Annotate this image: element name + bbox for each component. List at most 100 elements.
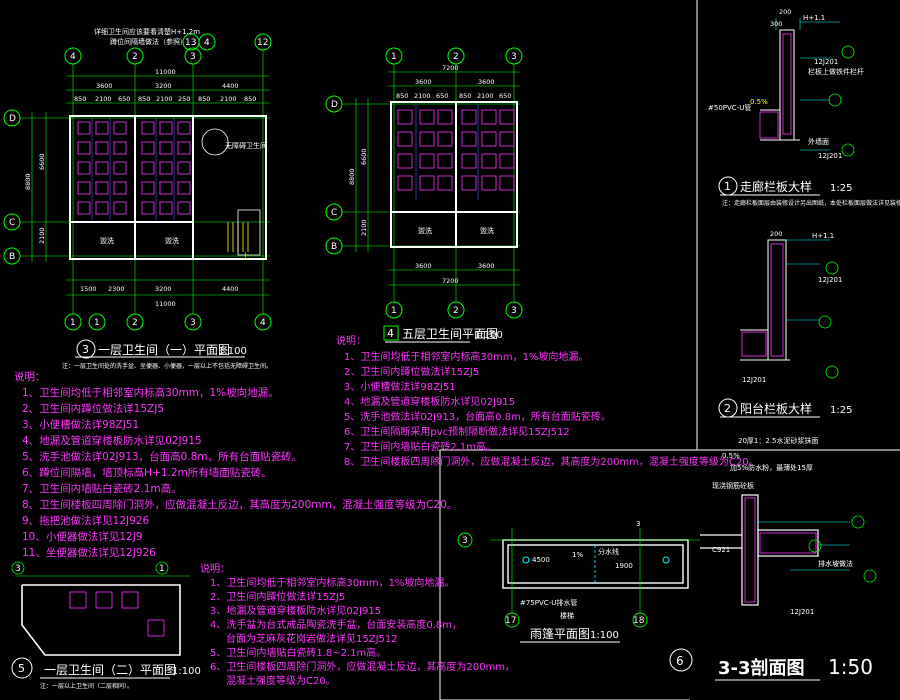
notes-mid-2: 2、卫生间内蹲位做法详15ZJ5 xyxy=(344,365,479,378)
roof-axis-side: 3 xyxy=(462,536,468,546)
detail2-scale: 1:25 xyxy=(830,405,852,416)
notes-bottom-4: 4、洗手盆为台式成品陶瓷洗手盆，台面安装高度0.8m， xyxy=(210,618,462,631)
plan1-sub-1: 850 xyxy=(74,95,86,103)
notes-bottom-3: 3、地漏及管道穿楼板防水详见02J915 xyxy=(210,604,381,617)
notes-mid-6: 6、卫生间隔断采用pvc预制隔断做法详见15ZJ512 xyxy=(344,425,570,438)
notes-left-4: 4、地漏及管道穿楼板防水详见02J915 xyxy=(22,434,202,447)
plan1-dim-top-total: 11000 xyxy=(155,68,176,76)
plan5-sub-3: 650 xyxy=(436,92,448,100)
plan1-note: 注：一层卫生间处的洗手盆、坐便器、小便器，一层以上不包括无障碍卫生间。 xyxy=(62,362,272,370)
roof-dim-2: 1900 xyxy=(615,562,633,570)
plan5-dim-left-1: 6600 xyxy=(360,148,368,165)
plan1-axis-bot-3: 2 xyxy=(132,318,138,328)
plan5-dim-bot-total: 7200 xyxy=(442,277,459,285)
section-note-6: 排水坡做法 xyxy=(818,559,853,568)
roof-slope: 1% xyxy=(572,551,583,559)
plan1-axis-top-5: 4 xyxy=(204,38,210,48)
notes-bottom-8: 混凝土强度等级为C20。 xyxy=(226,674,336,687)
plan1-fixtures xyxy=(77,121,191,215)
notes-left-3: 3、小便槽做法详98ZJ51 xyxy=(22,418,139,431)
plan1-dim-left-2: 2100 xyxy=(38,227,46,244)
plan1-dim-bot-3: 3200 xyxy=(155,285,172,293)
plan5-axis-bot-3: 3 xyxy=(511,306,517,316)
notes-bottom-7: 6、卫生间楼板四周除门洞外，应做混凝土反边，其高度为200mm， xyxy=(210,660,515,673)
roof-pipe: #75PVC-U排水管 xyxy=(520,598,577,607)
notes-left-8: 8、卫生间楼板四周除门洞外，应做混凝土反边，其高度为200mm，混凝土强度等级为… xyxy=(22,498,457,511)
plan5-sub-5: 2100 xyxy=(477,92,494,100)
plan5-dim-top-1: 3600 xyxy=(415,78,432,86)
plan1-dim-bot-total: 11000 xyxy=(155,300,176,308)
section-title: 3-3剖面图 xyxy=(718,657,805,679)
detail1-label-wall: 外墙面 xyxy=(808,137,829,146)
plan1-sub-7: 850 xyxy=(198,95,210,103)
plan5-sub-1: 850 xyxy=(396,92,408,100)
notes-mid-7: 7、卫生间内墙贴白瓷砖2.1m高。 xyxy=(344,440,496,453)
roof-stair: 楼梯 xyxy=(560,611,574,620)
plan5-axis-left-1: D xyxy=(331,100,338,110)
plan5-axis-left-3: B xyxy=(331,242,337,252)
plan5-drawing xyxy=(325,47,523,319)
detail1-title: 走廊栏板大样 xyxy=(740,179,812,194)
detail1-label-h: H+1.1 xyxy=(803,14,825,22)
notes-left-1: 1、卫生间均低于相邻室内标高30mm，1%坡向地漏。 xyxy=(22,386,279,399)
plan2-axis-2: 1 xyxy=(159,564,165,574)
plan1-header-note2: 蹲位间隔墙做法（参照） xyxy=(110,37,187,46)
section-note-2: 加5%防水粉，最薄处15厚 xyxy=(730,463,813,472)
plan1-sub-4: 850 xyxy=(138,95,150,103)
plan2-title: 一层卫生间（二）平面图 xyxy=(44,663,176,677)
plan2-scale: 1:100 xyxy=(172,666,201,677)
detail2-ref-1: 12J201 xyxy=(818,276,842,284)
plan1-header-note: 详细卫生间应该要看清楚H+1.2m xyxy=(94,27,200,36)
plan1-dim-bot-2: 2300 xyxy=(108,285,125,293)
notes-left-11: 11、坐便器做法详见12J926 xyxy=(22,546,156,559)
detail1-ref-2: 12J201 xyxy=(818,152,842,160)
notes-bottom-5: 台面为芝麻灰花岗岩做法详见15ZJ512 xyxy=(226,632,398,645)
detail1-label-rail: 栏板上做铁件栏杆 xyxy=(808,67,864,76)
roof-dim-1: 4500 xyxy=(532,556,550,564)
plan5-axis-bot-1: 1 xyxy=(391,306,397,316)
roof-marker: 3 xyxy=(636,520,640,528)
frame-lines xyxy=(439,0,900,700)
notes-mid: 说明： 1、卫生间均低于相邻室内标高30mm，1%坡向地漏。 2、卫生间内蹲位做… xyxy=(336,334,759,468)
plan5-scale: 1:100 xyxy=(474,330,503,341)
notes-mid-4: 4、地漏及管道穿楼板防水详见02J915 xyxy=(344,395,515,408)
notes-mid-8: 8、卫生间楼板四周除门洞外，应做混凝土反边，其高度为200mm，混凝土强度等级为… xyxy=(344,455,759,468)
section-note-3: 现浇钢筋砼板 xyxy=(712,481,754,490)
plan5-sub-4: 850 xyxy=(459,92,471,100)
plan1-axis-bot-4: 3 xyxy=(190,318,196,328)
plan5-dim-left-2: 2100 xyxy=(360,219,368,236)
plan5-dim-top-total: 7200 xyxy=(442,64,459,72)
plan1-dim-bot-4: 4400 xyxy=(222,285,239,293)
plan5-axis-top-2: 2 xyxy=(453,52,459,62)
plan5-room-2: 盥洗 xyxy=(480,226,494,235)
plan1-drawing xyxy=(3,33,272,331)
plan1-dim-left-1: 6600 xyxy=(38,153,46,170)
plan1-sub-3: 650 xyxy=(118,95,130,103)
detail1-note: 注：走廊栏板面层由装修设计另出图纸，本处栏板面层做法详见装修说明。 xyxy=(722,199,900,207)
plan5-axis-top-3: 3 xyxy=(511,52,517,62)
detail1-slope: 0.5% xyxy=(750,98,768,106)
notes-left-7: 7、卫生间内墙贴白瓷砖2.1m高。 xyxy=(22,482,182,495)
roof-scale: 1:100 xyxy=(590,630,619,641)
detail2-title: 阳台栏板大样 xyxy=(740,401,812,416)
notes-left-2: 2、卫生间内蹲位做法详15ZJ5 xyxy=(22,402,164,415)
plan5-dim-bot-2: 3600 xyxy=(478,262,495,270)
notes-bottom-1: 1、卫生间均低于相邻室内标高30mm，1%坡向地漏。 xyxy=(210,576,454,589)
notes-left: 说明： 1、卫生间均低于相邻室内标高30mm，1%坡向地漏。 2、卫生间内蹲位做… xyxy=(14,370,457,559)
section-scale: 1:50 xyxy=(828,655,873,679)
roof-axis-1: 17 xyxy=(505,616,516,626)
plan2-drawing xyxy=(11,561,190,679)
section-slope: 0.5% xyxy=(722,452,740,460)
detail1-ref-1: 12J201 xyxy=(814,58,838,66)
plan1-sub-5: 2100 xyxy=(156,95,173,103)
plan1-sub-6: 250 xyxy=(178,95,190,103)
plan5-axis-bot-2: 2 xyxy=(453,306,459,316)
plan5-title-number: 4 xyxy=(387,327,394,340)
detail1-pipe: #50PVC-U管 xyxy=(708,103,751,112)
plan5-sub-6: 650 xyxy=(499,92,511,100)
notes-left-9: 9、拖把池做法详见12J926 xyxy=(22,514,149,527)
plan2-axis-1: 3 xyxy=(15,564,21,574)
roof-drawing xyxy=(457,528,700,628)
